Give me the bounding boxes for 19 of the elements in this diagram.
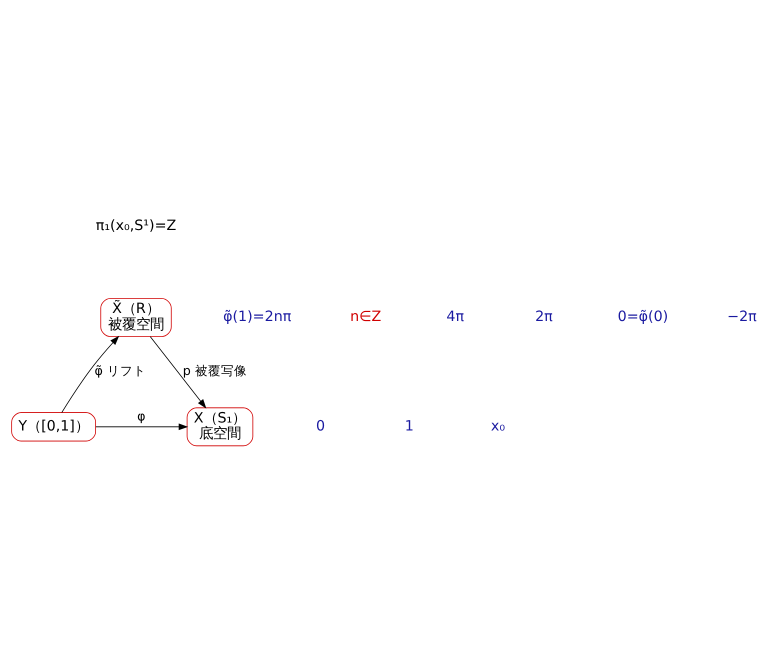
arrow	[95, 424, 188, 430]
label: 0	[316, 418, 326, 434]
label: π₁(x₀,S¹)=Z	[96, 218, 176, 234]
node-box: X（S₁） 底空間	[186, 407, 254, 446]
label: φ̃(1)=2nπ	[223, 309, 292, 325]
arrow	[61, 336, 120, 413]
label: 2π	[535, 309, 553, 325]
node-box: Y（[0,1]）	[11, 412, 96, 442]
label: 0=φ̃(0)	[618, 309, 668, 325]
label: x₀	[490, 418, 506, 434]
arrow	[150, 336, 206, 409]
label: n∈Z	[350, 309, 382, 325]
label: 1	[404, 418, 414, 434]
node-box: X̃（R） 被覆空間	[100, 298, 172, 337]
label: −2π	[727, 309, 757, 325]
edge-label: φ	[137, 408, 146, 424]
label: 4π	[446, 309, 464, 325]
edge-label: p 被覆写像	[182, 363, 247, 378]
edge-label: φ̃ リフト	[94, 363, 146, 378]
